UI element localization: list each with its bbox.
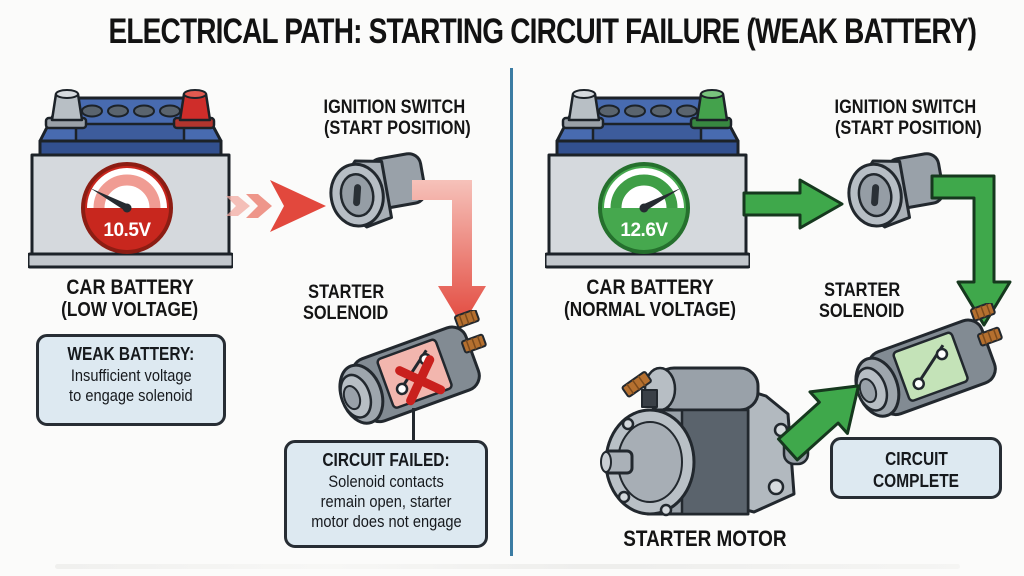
voltage-gauge-icon — [598, 162, 690, 254]
solenoid-terminals-icon — [970, 303, 1003, 347]
panel-right-complete: 12.6V CAR BATTERY (NORMAL VOLTAGE) IGNIT… — [512, 0, 1024, 576]
weak-current-arrow-icon — [220, 176, 328, 236]
panel-divider-line — [510, 68, 513, 556]
battery-graphic — [545, 89, 750, 269]
battery-graphic — [28, 89, 233, 269]
battery-label-normal: CAR BATTERY (NORMAL VOLTAGE) — [563, 276, 736, 322]
solenoid-label-right: STARTER SOLENOID — [819, 280, 905, 322]
ignition-switch-icon — [843, 148, 953, 233]
solenoid-failed-icon — [322, 310, 507, 440]
circuit-complete-box: CIRCUIT COMPLETE — [830, 437, 1002, 499]
positive-terminal-icon — [689, 89, 733, 130]
circuit-failed-box: CIRCUIT FAILED: Solenoid contacts remain… — [284, 440, 488, 548]
negative-terminal-icon — [561, 89, 605, 130]
motor-terminal-icon — [621, 371, 652, 398]
solenoid-ok-icon — [838, 303, 1023, 433]
solenoid-terminals-icon — [454, 310, 487, 354]
starter-motor-label: STARTER MOTOR — [623, 526, 787, 551]
battery-icon: 12.6V — [545, 84, 750, 269]
current-diagonal-arrow-icon — [770, 368, 880, 463]
battery-label-low: CAR BATTERY (LOW VOLTAGE) — [61, 276, 199, 322]
solenoid-label-left: STARTER SOLENOID — [303, 282, 389, 324]
ignition-switch-icon — [325, 148, 435, 233]
battery-icon: 10.5V — [28, 84, 233, 269]
ignition-label-left: IGNITION SWITCH (START POSITION) — [323, 97, 471, 139]
callout-connector-line — [412, 408, 415, 442]
starter-motor-icon — [598, 352, 813, 532]
bottom-scan-artifact — [55, 564, 960, 569]
ignition-label-right: IGNITION SWITCH (START POSITION) — [834, 97, 982, 139]
switch-contacts-icon — [912, 344, 949, 391]
panel-left-failure: 10.5V CAR BATTERY (LOW VOLTAGE) WEAK BAT… — [0, 0, 510, 576]
current-arrow-icon — [742, 176, 847, 232]
page-title: ELECTRICAL PATH: STARTING CIRCUIT FAILUR… — [108, 12, 977, 51]
positive-terminal-icon — [172, 89, 216, 130]
x-mark-icon — [395, 355, 446, 406]
voltage-gauge-icon — [81, 162, 173, 254]
weak-battery-note-box: WEAK BATTERY: Insufficient voltage to en… — [36, 334, 226, 426]
weak-current-elbow-arrow-icon — [410, 174, 490, 334]
negative-terminal-icon — [44, 89, 88, 130]
gauge-value-low: 10.5V — [103, 220, 151, 241]
current-elbow-arrow-icon — [930, 168, 1015, 333]
gauge-value-normal: 12.6V — [620, 220, 668, 241]
